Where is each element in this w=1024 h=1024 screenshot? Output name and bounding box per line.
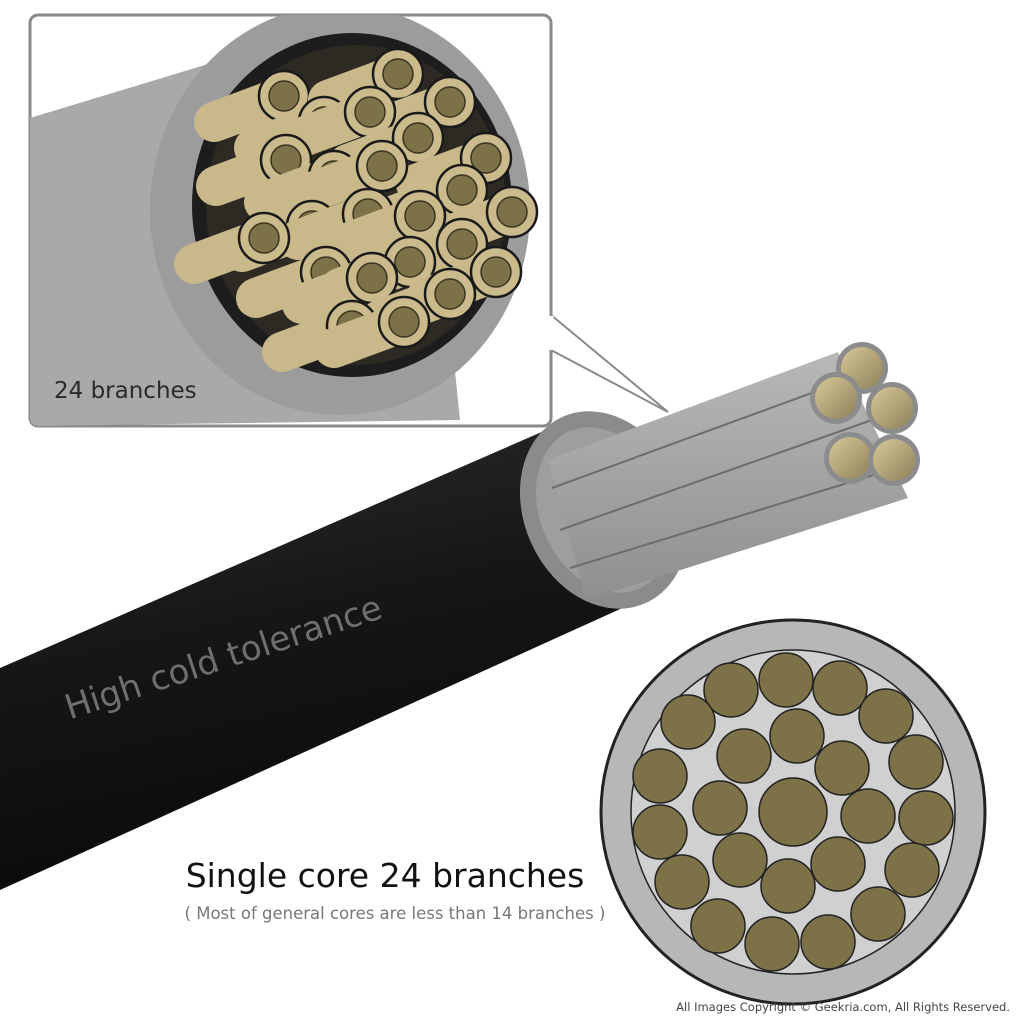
copper-strand (884, 842, 940, 898)
inset-strands (174, 47, 539, 372)
copper-strand (888, 734, 944, 790)
zoom-inset (28, 13, 554, 428)
copper-strand (840, 788, 896, 844)
inset-strand (174, 211, 291, 284)
copper-strand (810, 836, 866, 892)
copper-strand (814, 740, 870, 796)
copper-strand (716, 728, 772, 784)
strand-bundle (868, 434, 920, 486)
copper-strand (692, 780, 748, 836)
copper-strand (690, 898, 746, 954)
strand-bundle (824, 432, 876, 484)
copper-strand (850, 886, 906, 942)
copper-strand (660, 694, 716, 750)
copper-strand (758, 652, 814, 708)
copper-strand (744, 916, 800, 972)
copper-strand (703, 662, 759, 718)
copper-strand (769, 708, 825, 764)
inset-strand (282, 251, 399, 324)
copper-strand (712, 832, 768, 888)
copper-strand (654, 854, 710, 910)
inset-strand (194, 69, 311, 142)
copper-strand (632, 804, 688, 860)
callout-pointer (550, 312, 669, 413)
strand-bundles (810, 342, 920, 486)
caption-title: Single core 24 branches (185, 856, 585, 895)
caption-subtitle: ( Most of general cores are less than 14… (184, 904, 606, 923)
copper-strand (800, 914, 856, 970)
inset-strand (280, 85, 397, 158)
copper-strand (632, 748, 688, 804)
copper-strand (760, 858, 816, 914)
cross-section (599, 618, 987, 1006)
copper-strand (858, 688, 914, 744)
inset-strand (292, 139, 409, 212)
copper-strand (898, 790, 954, 846)
copper-strand (812, 660, 868, 716)
inset-strand (314, 295, 431, 368)
strand-bundle (810, 372, 862, 424)
copper-strand (758, 777, 828, 847)
copyright-notice: All Images Copyright © Geekria.com, All … (676, 1000, 1010, 1014)
strand-bundle (866, 382, 918, 434)
inset-label: 24 branches (54, 378, 197, 404)
